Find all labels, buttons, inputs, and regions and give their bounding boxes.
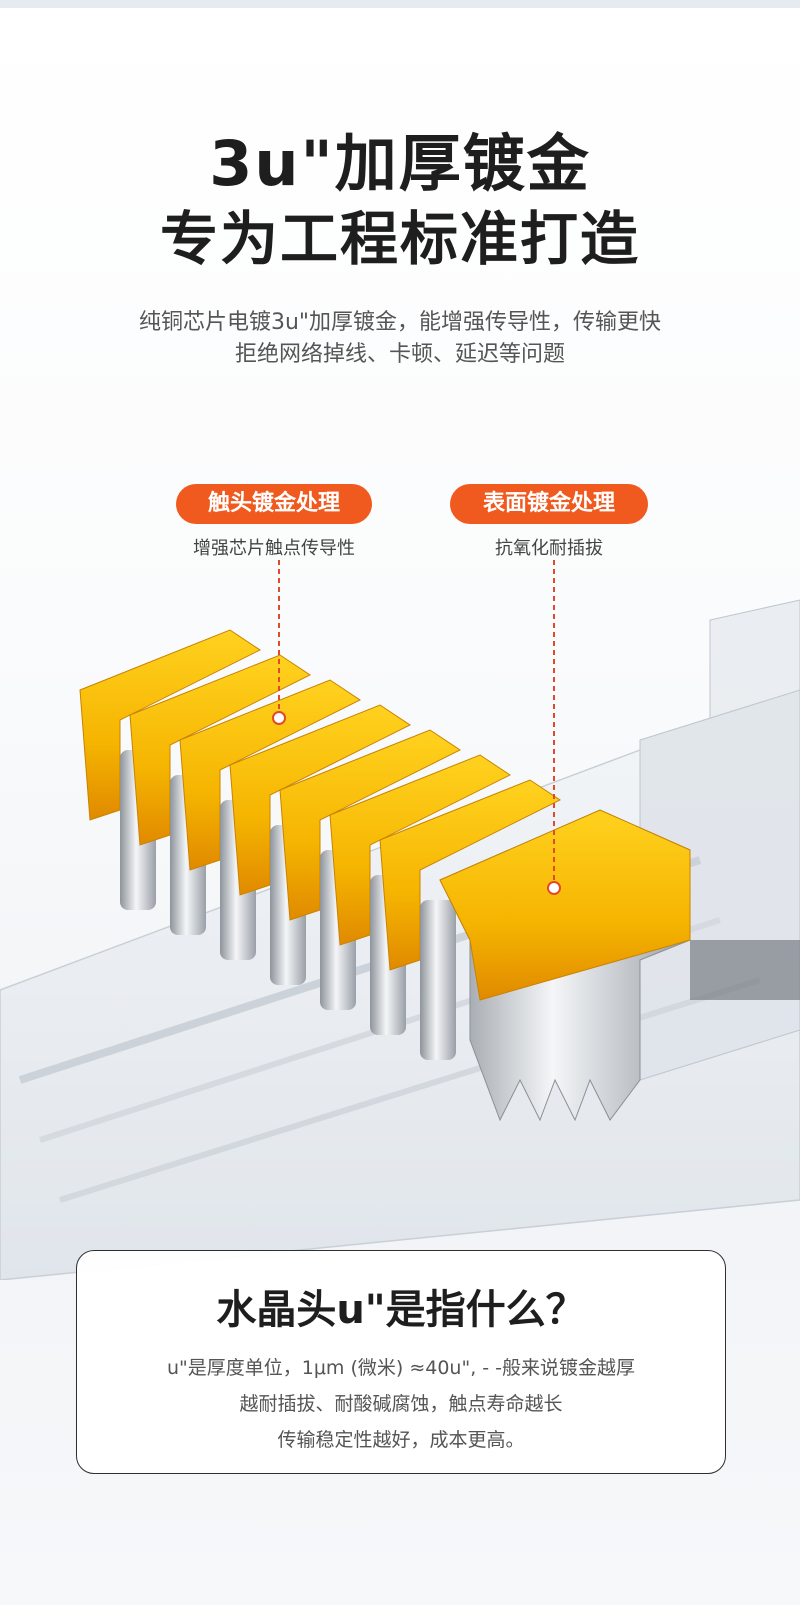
info-card-line: 传输稳定性越好，成本更高。 xyxy=(277,1429,525,1451)
subtitle-line2: 拒绝网络掉线、卡顿、延迟等问题 xyxy=(234,342,565,367)
pointer-dot-a xyxy=(272,711,286,725)
info-card-line: u"是厚度单位，1μm (微米) ≈40u", - -般来说镀金越厚 xyxy=(166,1357,636,1379)
top-strip xyxy=(0,0,800,8)
rj45-connector-illustration xyxy=(0,560,800,1280)
info-card-title: 水晶头u"是指什么？ xyxy=(216,1287,586,1333)
info-card: 水晶头u"是指什么？ u"是厚度单位，1μm (微米) ≈40u", - -般来… xyxy=(76,1250,726,1474)
headline-line2: 专为工程标准打造 xyxy=(159,205,640,273)
pointer-dot-b xyxy=(547,881,561,895)
info-card-line: 越耐插拔、耐酸碱腐蚀，触点寿命越长 xyxy=(239,1393,563,1415)
callout-label-contact: 触头镀金处理 xyxy=(176,484,372,524)
contact-pins xyxy=(79,629,691,1122)
callout-desc-contact: 增强芯片触点传导性 xyxy=(193,538,355,559)
callout-desc-surface: 抗氧化耐插拔 xyxy=(495,538,603,559)
callout-label-surface: 表面镀金处理 xyxy=(450,484,648,524)
subtitle-line1: 纯铜芯片电镀3u"加厚镀金，能增强传导性，传输更快 xyxy=(138,310,662,335)
headline-line1: 3u"加厚镀金 xyxy=(209,127,591,200)
